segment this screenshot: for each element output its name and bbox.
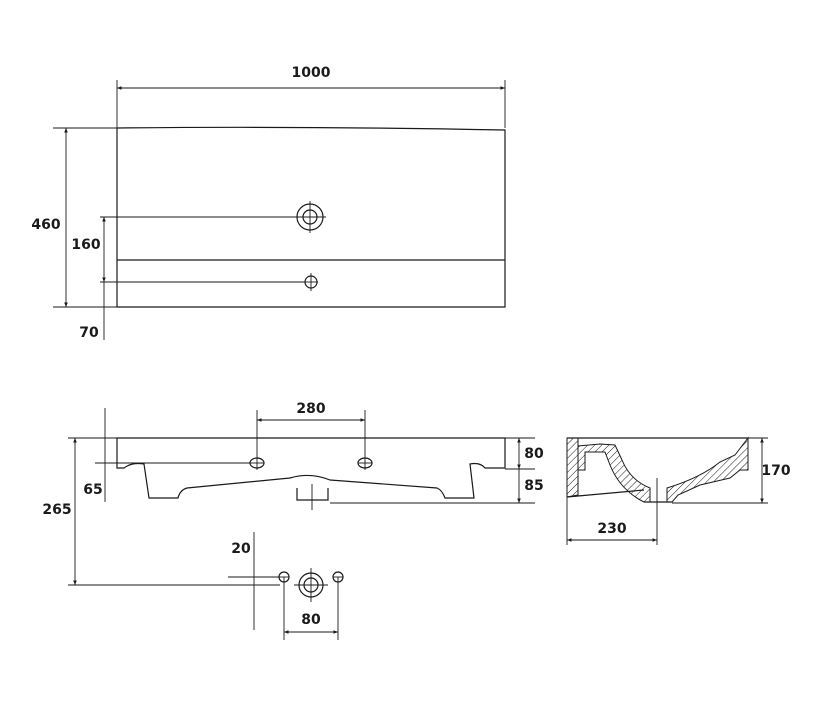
width-dimension: 1000 [292, 65, 331, 81]
basin-outline-top [116, 126, 506, 308]
hole-spacing-dimension: 80 [301, 612, 321, 628]
hole-offset-dimension: 65 [83, 482, 102, 498]
depth-dimension: 460 [31, 217, 60, 233]
section-height-dimension: 170 [761, 463, 790, 479]
drain-offset-dimension: 230 [597, 521, 626, 537]
basin-outline-front [116, 437, 506, 501]
front-view: 280 265 65 80 85 20 80 [42, 401, 544, 640]
rim-dimension: 80 [524, 446, 544, 462]
height-dimension: 265 [42, 502, 71, 518]
tap-spacing-dimension: 280 [296, 401, 325, 417]
hole-vertical-dimension: 20 [231, 541, 251, 557]
bowl-dimension: 85 [524, 478, 543, 494]
top-view: 1000 460 160 70 [31, 65, 506, 341]
tap-hole-dimension: 160 [71, 237, 100, 253]
side-section: 170 230 [566, 436, 791, 545]
overflow-dimension: 70 [79, 325, 99, 341]
